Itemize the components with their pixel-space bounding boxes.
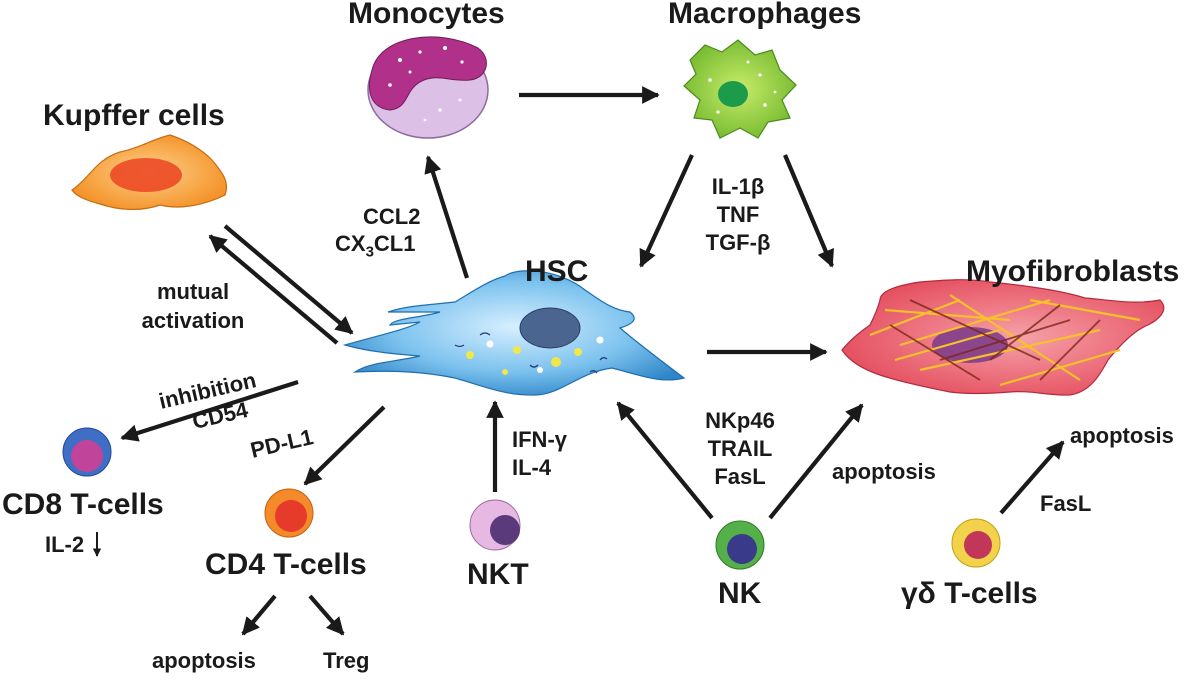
arrow-macrophages-to-myofibroblasts	[783, 154, 834, 268]
cd8-cell-icon	[62, 427, 112, 477]
monocyte-cell-icon	[367, 36, 489, 139]
label-cx3cl1: CX3CL1	[335, 231, 416, 261]
arrow-gd-to-apoptosis	[999, 440, 1065, 515]
cd4-cell-icon	[264, 488, 314, 538]
label-myofibroblasts: Myofibroblasts	[966, 255, 1180, 288]
label-trail: TRAIL	[707, 436, 773, 461]
label-monocytes: Monocytes	[348, 0, 505, 30]
arrow-cd4-to-apoptosis	[241, 594, 277, 636]
kupffer-cell-icon	[71, 134, 228, 210]
label-tnf: TNF	[716, 202, 760, 227]
label-il1b: IL-1β	[711, 174, 765, 199]
label-gd: γδ T-cells	[901, 577, 1038, 610]
label-fasl-gd: FasL	[1040, 491, 1092, 516]
label-il2: IL-2	[45, 532, 85, 557]
label-activation: activation	[141, 308, 245, 333]
label-nk: NK	[718, 577, 762, 610]
label-il4: IL-4	[512, 455, 552, 480]
label-cd8: CD8 T-cells	[2, 488, 164, 521]
arrow-hsc-to-cd4	[303, 405, 386, 486]
label-kupffer: Kupffer cells	[43, 99, 225, 132]
label-nkt: NKT	[467, 558, 529, 591]
nk-cell-icon	[715, 520, 765, 570]
label-apoptosis-nk: apoptosis	[832, 459, 936, 484]
label-hsc: HSC	[525, 255, 589, 288]
arrow-hsc-to-monocytes	[424, 155, 469, 279]
arrow-nk-to-myofibroblasts	[768, 403, 864, 520]
hsc-cell-icon	[342, 270, 686, 396]
macrophage-cell-icon	[683, 39, 797, 139]
label-cd4: CD4 T-cells	[205, 548, 367, 581]
label-apoptosis-gd: apoptosis	[1070, 423, 1174, 448]
label-fasl-nk: FasL	[714, 464, 766, 489]
arrow-hsc-to-cd8	[120, 379, 299, 442]
myofibroblast-cell-icon	[841, 279, 1165, 396]
label-macrophages: Macrophages	[668, 0, 862, 30]
arrow-kupffer-to-hsc	[223, 224, 354, 335]
label-nkp46: NKp46	[705, 408, 775, 433]
label-ifng: IFN-γ	[512, 427, 567, 452]
label-ccl2: CCL2	[363, 204, 421, 229]
arrow-hsc-to-kupffer	[208, 234, 339, 345]
arrow-nk-to-hsc	[616, 401, 714, 520]
label-treg: Treg	[323, 648, 370, 673]
arrow-cd4-to-treg	[308, 594, 345, 636]
nkt-cell-icon	[469, 499, 521, 551]
label-apoptosis-cd4: apoptosis	[152, 648, 256, 673]
label-mutual: mutual	[156, 279, 230, 304]
label-tgfb: TGF-β	[705, 230, 771, 255]
arrow-macrophages-to-hsc	[639, 154, 694, 268]
gd-cell-icon	[951, 518, 1001, 568]
